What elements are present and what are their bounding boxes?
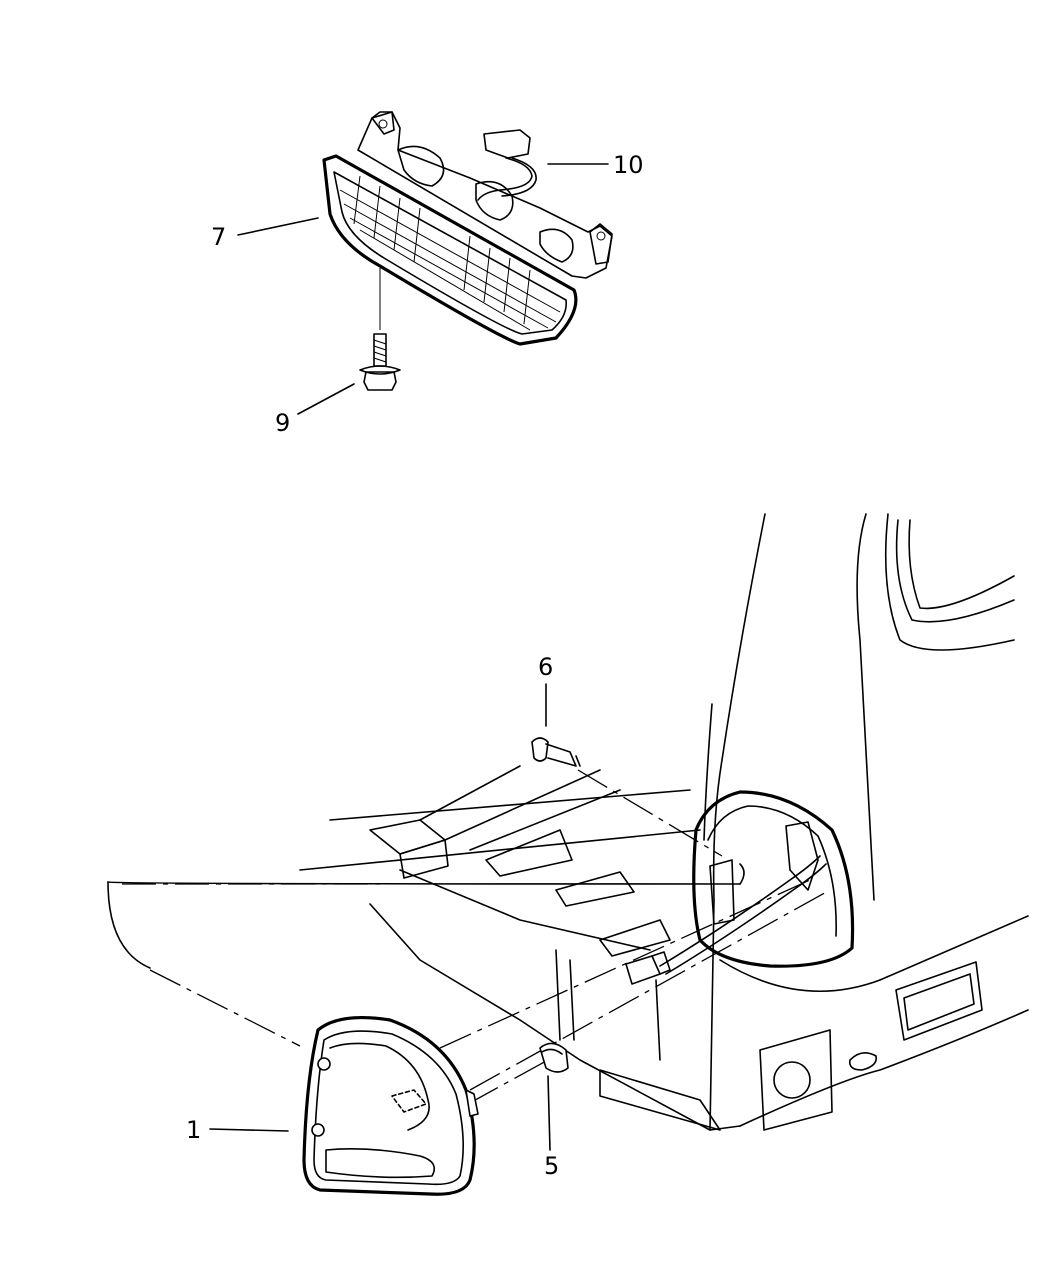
callout-1: 1	[186, 1116, 202, 1144]
callout-5: 5	[544, 1152, 560, 1180]
callout-10: 10	[613, 151, 644, 179]
tail-lamp-part	[302, 1015, 479, 1196]
callout-9: 9	[275, 409, 291, 437]
screw-part	[531, 737, 581, 767]
grommet-part	[539, 1042, 569, 1073]
callout-7: 7	[211, 223, 227, 251]
callout-6: 6	[538, 653, 554, 681]
vehicle-body	[107, 513, 1029, 1131]
stop-lamp-assembly	[322, 111, 613, 391]
